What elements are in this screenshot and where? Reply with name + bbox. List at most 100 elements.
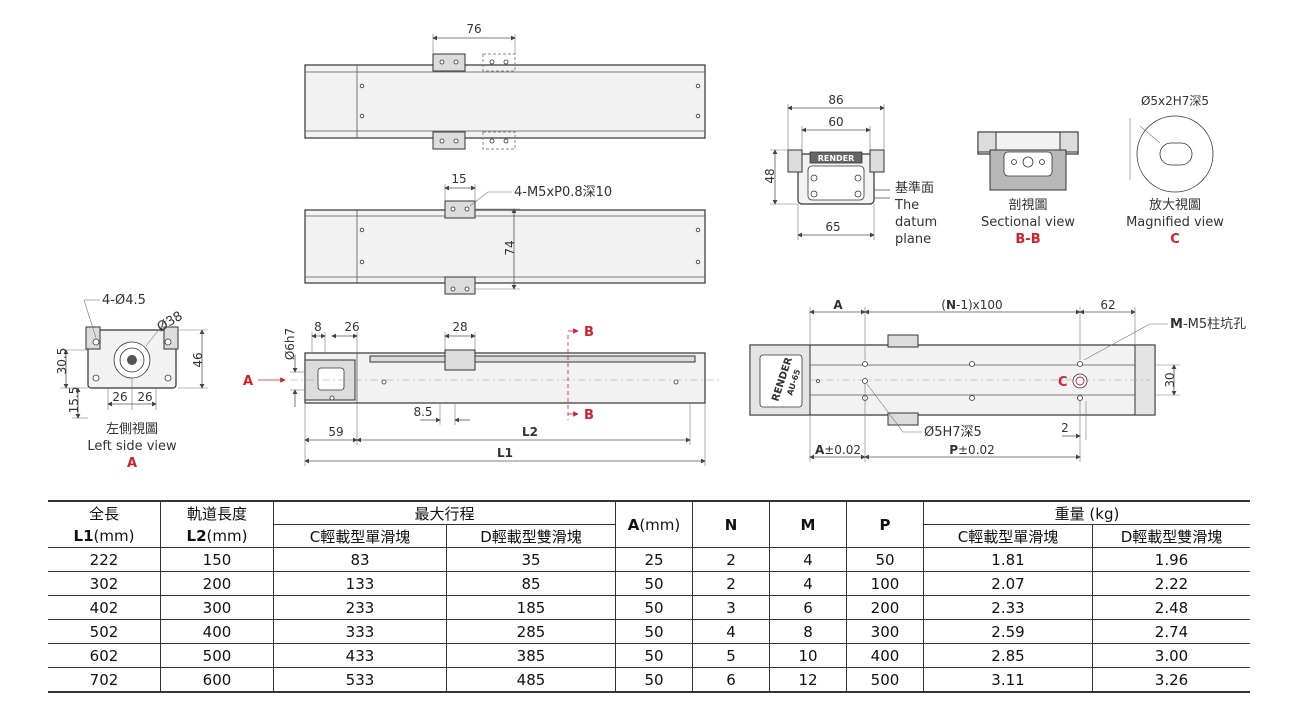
dim-26-front: 26 [344,320,359,334]
table-cell: 533 [273,667,447,693]
header-stroke-c: C輕載型單滑塊 [273,524,447,548]
callout-4-holes: 4-Ø4.5 [102,293,146,308]
table-cell: 1.81 [923,547,1093,572]
dim-2: 2 [1061,421,1069,435]
table-cell: 5 [692,643,770,668]
table-cell: 602 [48,643,161,668]
table-cell: 1.96 [1092,547,1250,572]
table-cell: 400 [160,619,274,644]
magnified-caption-en: Magnified view [1126,215,1224,230]
plan-view: RENDER AU-65 C A (N-1)x100 62 M-M5柱坑孔 [749,298,1246,462]
dim-26-right: 26 [137,390,152,404]
table-cell: 3.26 [1092,667,1250,693]
dim-26-left: 26 [112,390,127,404]
table-cell: 3.00 [1092,643,1250,668]
table-cell: 2.22 [1092,571,1250,596]
dim-30-5: 30.5 [55,348,69,375]
header-A: A(mm) [615,500,693,548]
dim-L2: L2 [522,425,538,439]
table-cell: 25 [615,547,693,572]
section-marker-B-bottom: B [584,408,594,423]
table-cell: 600 [160,667,274,693]
table-cell: 6 [769,595,847,620]
dim-86: 86 [828,93,843,107]
dim-8-5: 8.5 [413,405,432,419]
dim-8: 8 [314,320,322,334]
table-cell: 50 [846,547,924,572]
dim-30: 30 [1163,372,1177,387]
table-cell: 485 [446,667,616,693]
callout-M-counterbore: M-M5柱坑孔 [1170,317,1246,332]
dim-62: 62 [1100,298,1115,312]
header-weight-c: C輕載型單滑塊 [923,524,1093,548]
end-view-badge: RENDER [818,154,855,163]
dim-6h7: Ø6h7 [283,328,297,360]
table-cell: 400 [846,643,924,668]
section-marker-B-top: B [584,325,594,340]
table-cell: 702 [48,667,161,693]
header-max-stroke: 最大行程 [273,500,616,525]
table-cell: 502 [48,619,161,644]
table-cell: 233 [273,595,447,620]
table-cell: 3 [692,595,770,620]
end-view: RENDER 86 60 48 65 基準面 The datum plane [763,93,937,247]
header-weight-d: D輕載型雙滑塊 [1092,524,1250,548]
table-cell: 333 [273,619,447,644]
table-cell: 6 [692,667,770,693]
top-view: 76 [304,22,706,150]
left-view-caption-en: Left side view [87,439,177,454]
callout-pin-hole: Ø5H7深5 [924,425,982,440]
table-cell: 302 [48,571,161,596]
table-cell: 2.33 [923,595,1093,620]
magnified-caption-zh: 放大視圖 [1149,198,1201,213]
dim-15-5: 15.5 [67,387,81,414]
magnified-caption-letter: C [1170,232,1180,247]
table-cell: 50 [615,667,693,693]
table-cell: 8 [769,619,847,644]
table-cell: 4 [769,571,847,596]
table-cell: 222 [48,547,161,572]
table-cell: 2 [692,571,770,596]
datum-label-zh: 基準面 [895,180,934,196]
table-cell: 133 [273,571,447,596]
header-N: N [692,500,770,548]
left-side-view: 4-Ø4.5 Ø38 46 30.5 15.5 26 26 左側視圖 Left … [55,293,208,471]
table-cell: 150 [160,547,274,572]
table-cell: 50 [615,643,693,668]
marker-C: C [1058,375,1068,390]
dim-hole-5x2: Ø5x2H7深5 [1141,94,1209,108]
table-cell: 500 [160,643,274,668]
table-cell: 300 [160,595,274,620]
dim-15: 15 [451,172,466,186]
table-cell: 2.74 [1092,619,1250,644]
table-cell: 285 [446,619,616,644]
dim-28: 28 [452,320,467,334]
table-cell: 12 [769,667,847,693]
datum-label-en-3: plane [895,232,931,247]
dim-A-top: A [833,298,843,312]
table-cell: 200 [160,571,274,596]
table-cell: 50 [615,595,693,620]
table-cell: 2.07 [923,571,1093,596]
spec-table: 全長 軌道長度 最大行程 A(mm) N M P 重量 (kg) L1(mm) … [48,500,1250,693]
datum-label-en-1: The [894,198,919,213]
header-rail-length: 軌道長度 [160,500,274,525]
dim-48: 48 [763,168,777,183]
header-M: M [769,500,847,548]
table-cell: 2.85 [923,643,1093,668]
table-cell: 35 [446,547,616,572]
middle-view: 15 4-M5xP0.8深10 74 [304,172,706,295]
header-rail-length-unit: L2(mm) [160,524,274,548]
header-total-length: 全長 [48,500,161,525]
table-cell: 2.59 [923,619,1093,644]
table-cell: 185 [446,595,616,620]
table-cell: 2 [692,547,770,572]
front-view: Ø6h7 8 26 28 8.5 59 L2 L1 A B B [243,320,720,466]
table-cell: 50 [615,619,693,644]
